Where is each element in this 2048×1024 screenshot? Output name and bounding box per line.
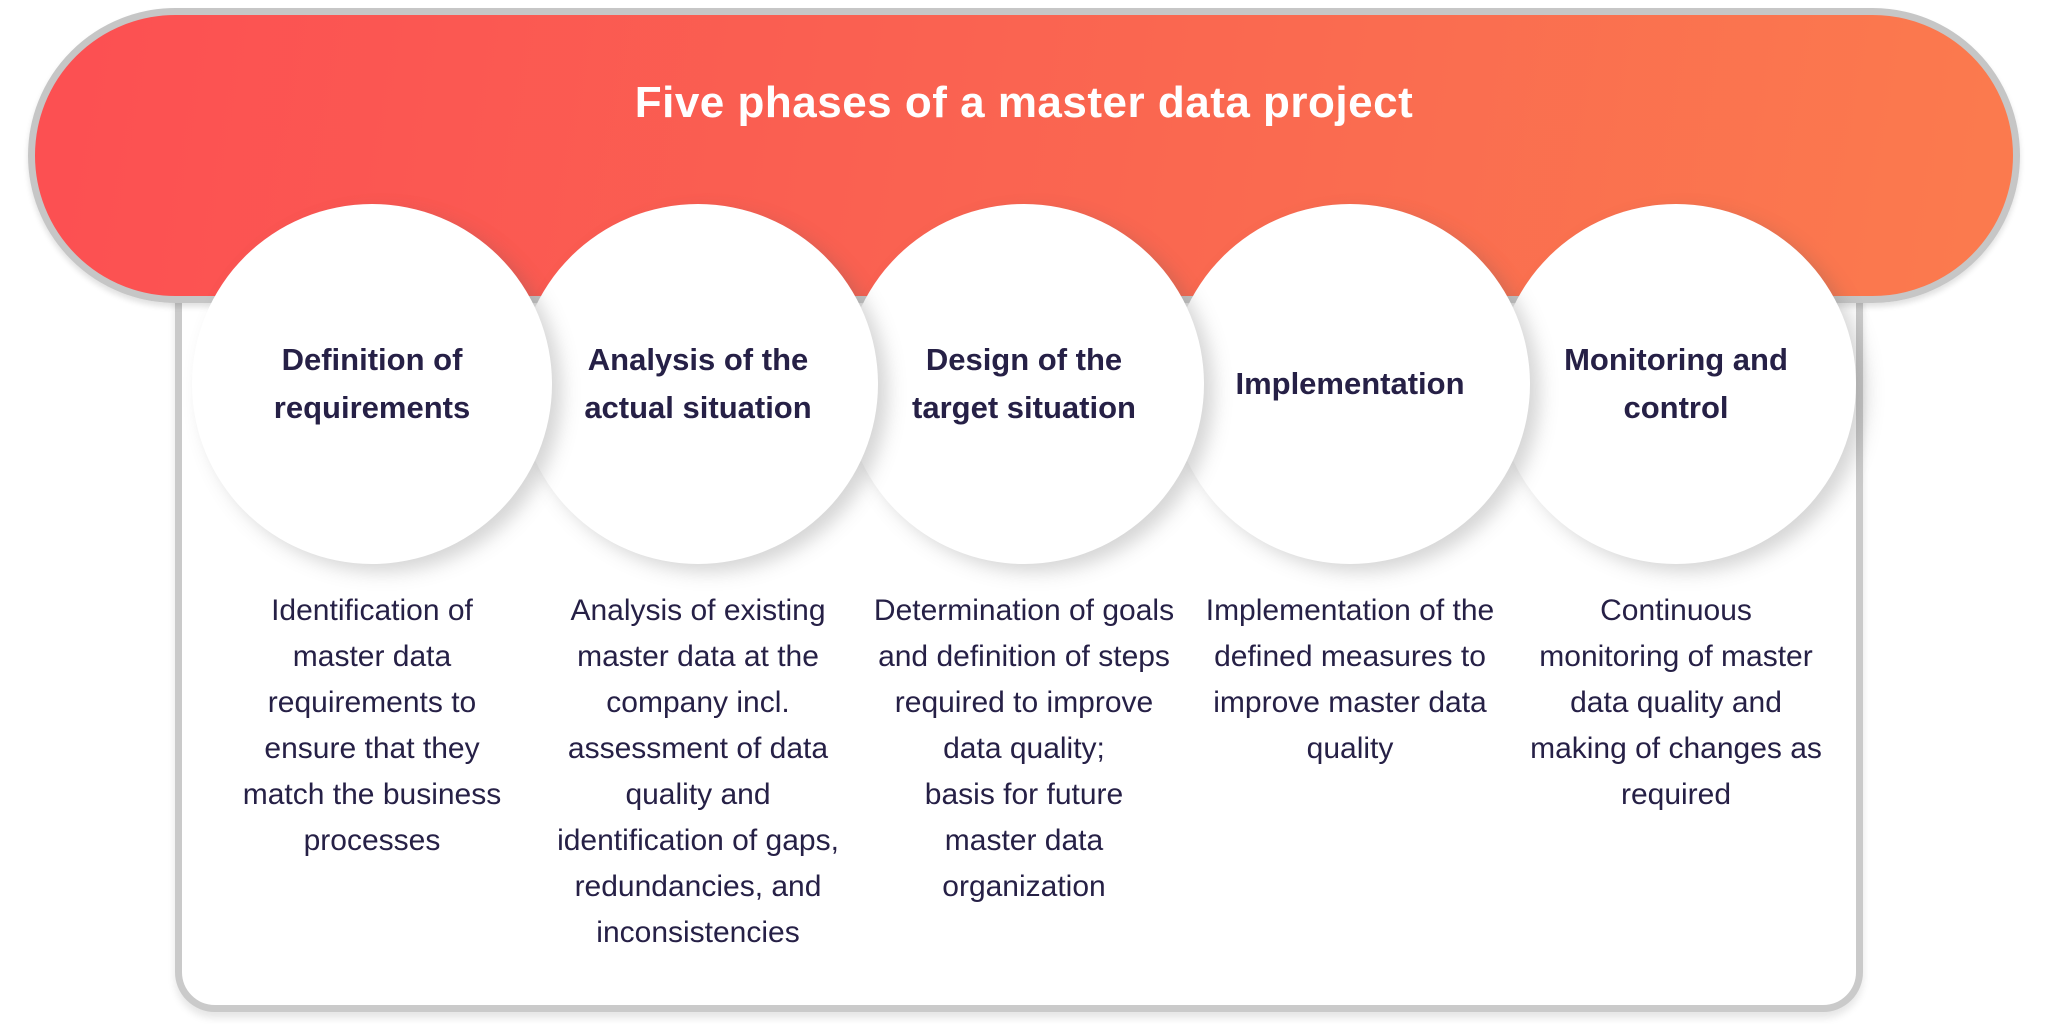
phase-circle-design-of-target-situation: Design of the target situation bbox=[844, 204, 1204, 564]
phase-3-description: Determination of goals and definition of… bbox=[873, 594, 1175, 903]
phase-2-label: Analysis of the actual situation bbox=[584, 342, 812, 425]
phase-5-label: Monitoring and control bbox=[1564, 342, 1788, 425]
phase-2-description: Analysis of existing master data at the … bbox=[557, 594, 839, 949]
phase-3-label: Design of the target situation bbox=[912, 342, 1136, 425]
phase-circle-monitoring-and-control: Monitoring and control bbox=[1496, 204, 1856, 564]
phase-circle-implementation: Implementation bbox=[1170, 204, 1530, 564]
phase-5-description: Continuous monitoring of master data qua… bbox=[1530, 594, 1822, 811]
phase-1-description: Identification of master data requiremen… bbox=[242, 594, 502, 857]
phase-4-description: Implementation of the defined measures t… bbox=[1205, 594, 1495, 765]
phase-circle-definition-of-requirements: Definition of requirements bbox=[192, 204, 552, 564]
phase-circle-analysis-of-actual-situation: Analysis of the actual situation bbox=[518, 204, 878, 564]
page-title: Five phases of a master data project bbox=[634, 78, 1414, 127]
phase-1-label: Definition of requirements bbox=[273, 342, 471, 425]
phase-4-label: Implementation bbox=[1235, 366, 1465, 401]
